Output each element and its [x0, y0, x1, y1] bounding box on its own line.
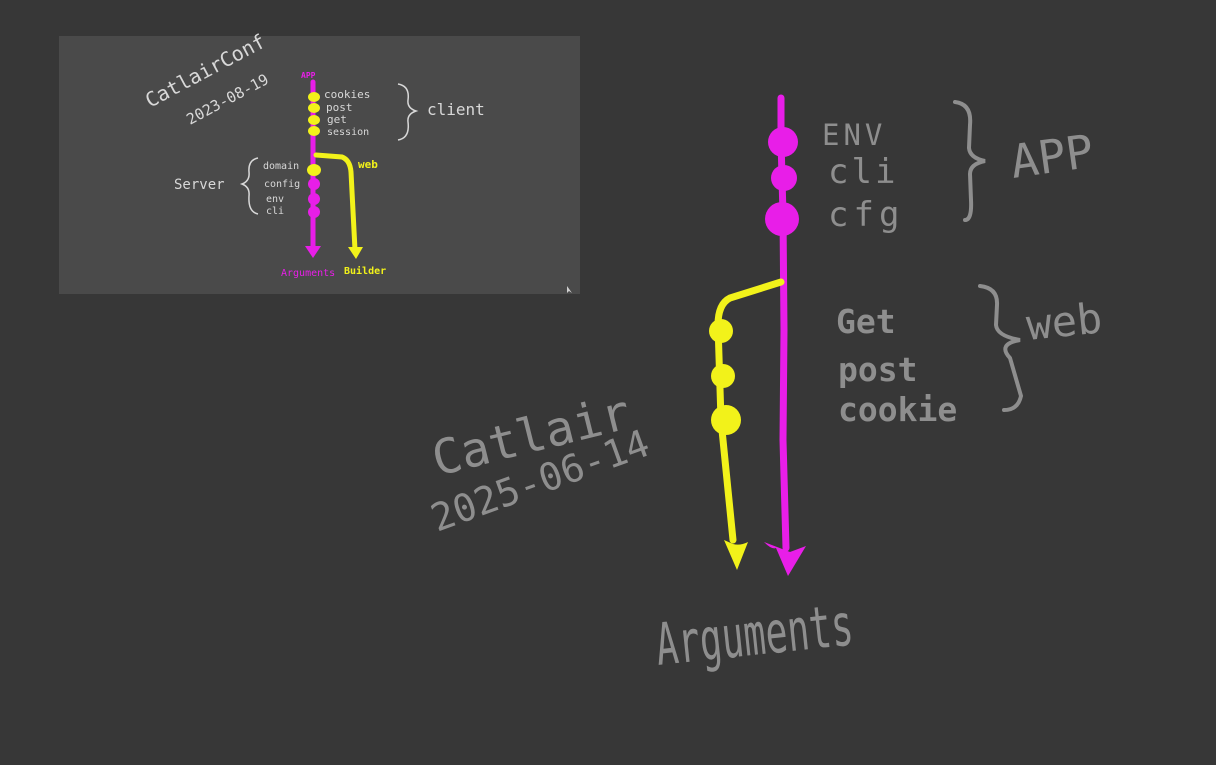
thumbnail-background	[59, 36, 580, 294]
thumb-dot-env	[308, 193, 320, 205]
thumb-server-item: cli	[266, 206, 284, 217]
thumb-server-item: config	[264, 179, 300, 190]
thumb-resize-cursor-icon[interactable]	[567, 286, 572, 293]
thumb-server-label: Server	[174, 177, 225, 193]
thumbnail-panel[interactable]: CatlairConf 2023-08-19 APP web cookies p…	[59, 29, 580, 294]
web-item-get: Get	[836, 302, 896, 341]
bottom-label: Arguments	[652, 591, 856, 679]
thumb-dot-get	[308, 115, 320, 125]
thumb-right-bottom-label: Builder	[344, 265, 386, 277]
dot-cfg	[765, 202, 799, 236]
thumb-yellow-arrowhead	[348, 247, 363, 259]
app-item-env: ENV	[822, 118, 886, 152]
thumb-client-item: post	[326, 101, 353, 114]
web-brace	[978, 284, 1024, 412]
thumb-magenta-arrowhead	[305, 246, 321, 258]
app-item-cfg: cfg	[828, 195, 904, 235]
thumb-server-item: domain	[263, 161, 299, 172]
main-yellow-arrowhead	[724, 540, 748, 570]
thumb-client-item: get	[327, 113, 347, 126]
thumb-dot-cookies	[308, 92, 320, 102]
app-brace	[953, 100, 986, 222]
thumb-dot-domain	[307, 164, 321, 176]
web-label: web	[1024, 293, 1105, 350]
thumb-dot-cli	[308, 206, 320, 218]
thumb-dot-session	[308, 126, 320, 136]
dot-env	[768, 127, 798, 157]
app-label: APP	[1007, 124, 1097, 189]
thumb-client-label: client	[427, 100, 485, 119]
thumb-dot-config	[308, 178, 320, 190]
thumb-yellow-branch	[313, 152, 358, 253]
dot-cli	[771, 165, 797, 191]
thumb-dot-post	[308, 103, 320, 113]
thumb-web-label: web	[358, 158, 378, 171]
thumb-client-item: session	[327, 127, 369, 138]
web-item-post: post	[838, 350, 917, 389]
dot-post	[711, 364, 735, 388]
main-magenta-arrowhead	[764, 542, 806, 576]
thumb-left-bottom-label: Arguments	[281, 268, 335, 279]
dot-get	[709, 319, 733, 343]
thumb-app-label: APP	[301, 71, 316, 80]
thumb-client-brace	[397, 83, 419, 141]
app-item-cli: cli	[828, 152, 898, 192]
web-item-cookie: cookie	[838, 390, 957, 429]
thumb-server-item: env	[266, 194, 284, 205]
dot-cookie	[711, 405, 741, 435]
thumb-server-brace	[239, 157, 259, 215]
thumb-client-item: cookies	[324, 88, 370, 101]
